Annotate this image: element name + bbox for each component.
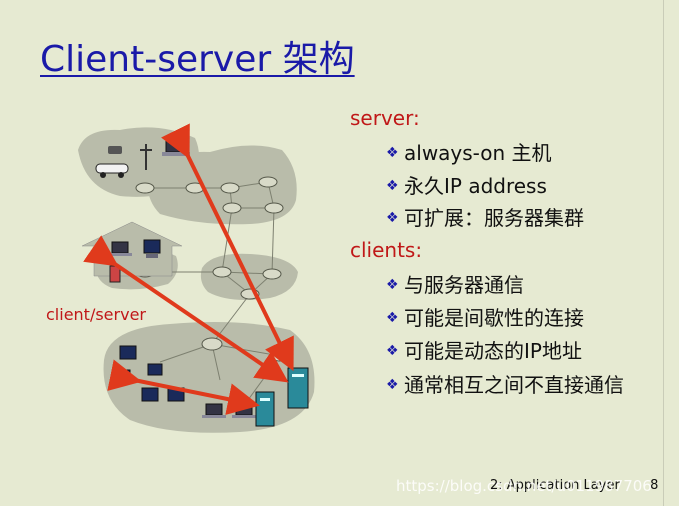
router-icon (135, 182, 155, 194)
server-icon (287, 367, 309, 409)
client-bullet: ❖ 通常相互之间不直接通信 (386, 373, 624, 397)
laptop-icon (108, 241, 132, 256)
footer-chapter: 2: Application Layer (490, 478, 620, 493)
router-icon (222, 202, 242, 214)
client-bullet: ❖ 可能是动态的IP地址 (386, 339, 582, 363)
server-heading: server: (350, 106, 420, 130)
server-bullet: ❖ 可扩展：服务器集群 (386, 206, 584, 230)
server-bullet: ❖ always-on 主机 (386, 141, 552, 165)
arrow-enterprise-server (107, 359, 260, 415)
desktop-icon (113, 369, 131, 384)
desktop-icon (147, 363, 163, 376)
house-icon (81, 221, 183, 277)
desktop-icon (141, 387, 159, 402)
server-icon (255, 391, 275, 427)
router-icon (220, 182, 240, 194)
page-number: 8 (650, 478, 659, 493)
client-server-label: client/server (46, 305, 146, 324)
router-icon (212, 266, 232, 278)
client-bullet: ❖ 可能是间歇性的连接 (386, 306, 584, 330)
car-icon (95, 163, 129, 178)
laptop-icon (202, 403, 226, 418)
client-bullet: ❖ 与服务器通信 (386, 273, 524, 297)
server-bullet: ❖ 永久IP address (386, 174, 547, 198)
router-icon (264, 202, 284, 214)
laptop-icon (232, 403, 256, 418)
diamond-bullet-icon: ❖ (386, 145, 399, 161)
diamond-bullet-icon: ❖ (386, 343, 399, 359)
diamond-bullet-icon: ❖ (386, 310, 399, 326)
router-icon (258, 176, 278, 188)
slide-title: Client-server 架构 (40, 39, 355, 80)
diamond-bullet-icon: ❖ (386, 377, 399, 393)
arrow-home-server (83, 235, 289, 383)
desktop-icon (143, 239, 161, 258)
slide-edge-line (663, 0, 664, 506)
router-icon (262, 268, 282, 280)
diamond-bullet-icon: ❖ (386, 178, 399, 194)
diamond-bullet-icon: ❖ (386, 277, 399, 293)
diamond-bullet-icon: ❖ (386, 210, 399, 226)
clients-heading: clients: (350, 238, 423, 262)
watermark: https://blog.csdn.net/u011987706 (396, 477, 652, 495)
router-icon (201, 337, 223, 351)
phone-icon (108, 146, 122, 154)
slide-footer: 2: Application Layer 8 (490, 478, 658, 493)
cell-tower-icon (140, 144, 152, 170)
desktop-icon (119, 345, 137, 360)
